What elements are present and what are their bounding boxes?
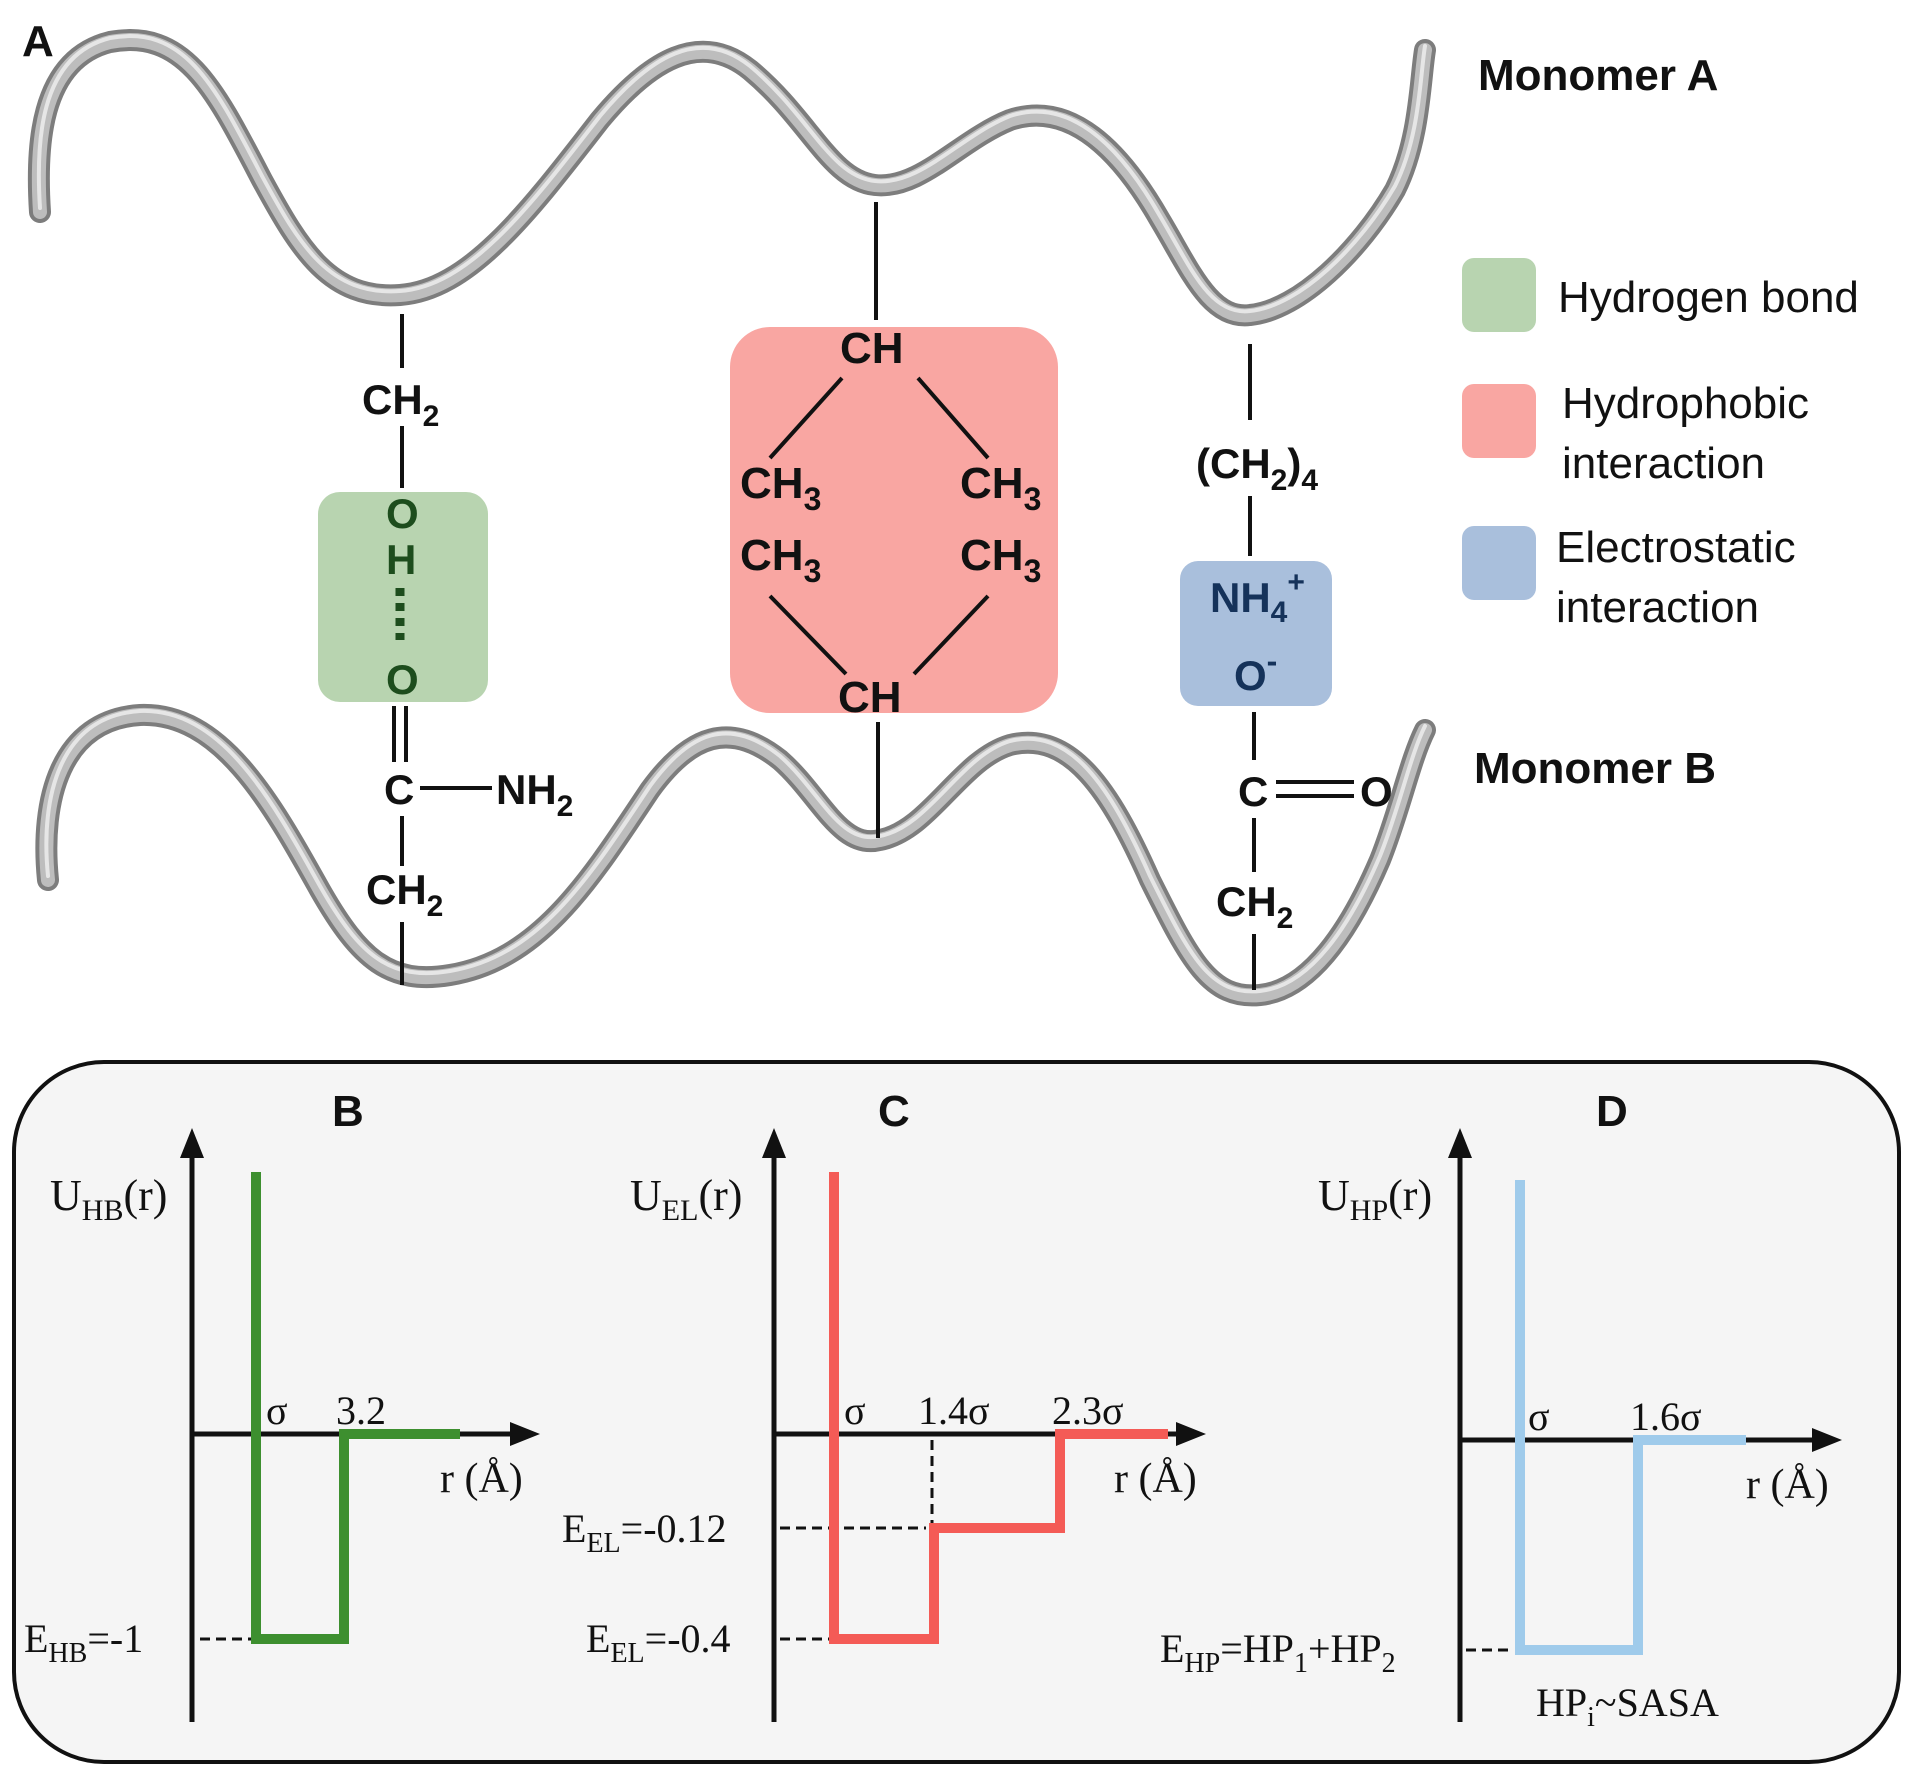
legend-swatch-hydrogen-bond xyxy=(1462,258,1536,332)
panel-d-tick-cut: 1.6σ xyxy=(1630,1394,1702,1439)
panel-c: C UEL(r) r (Å) σ 1.4σ 2.3σ EEL=-0.12 EEL… xyxy=(562,1087,1206,1722)
hb-nh2: NH2 xyxy=(496,766,573,823)
panel-d-y-arrow xyxy=(1448,1128,1472,1158)
legend: Hydrogen bond Hydrophobic interaction El… xyxy=(1462,258,1859,632)
hb-ch2-bottom: CH2 xyxy=(366,866,443,923)
hp-ch-top: CH xyxy=(840,324,904,373)
panel-c-tick-mid: 1.4σ xyxy=(918,1388,990,1433)
panel-b-tick-sigma: σ xyxy=(266,1388,288,1433)
panel-d: D UHP(r) r (Å) σ 1.6σ EHP=HP1+HP2 HPi~SA… xyxy=(1160,1087,1842,1733)
hb-ch2-top: CH2 xyxy=(362,376,439,433)
legend-swatch-hydrophobic xyxy=(1462,384,1536,458)
monomer-b-label: Monomer B xyxy=(1474,744,1716,793)
panel-c-xlabel: r (Å) xyxy=(1114,1456,1197,1502)
panel-b-x-arrow xyxy=(510,1422,540,1446)
electrostatic-group: (CH2)4 NH4+ O- C O CH2 xyxy=(1180,344,1393,990)
panel-c-x-arrow xyxy=(1176,1422,1206,1446)
hb-c: C xyxy=(384,766,414,813)
hp-ch3-left-bottom: CH3 xyxy=(740,531,821,589)
el-o-double: O xyxy=(1360,768,1393,815)
hp-ch3-right-top: CH3 xyxy=(960,459,1041,517)
panel-b-tick-cut: 3.2 xyxy=(336,1388,386,1433)
panel-c-letter: C xyxy=(878,1087,910,1136)
hydrophobic-group: CH CH3 CH3 CH3 CH3 CH xyxy=(730,202,1058,838)
hb-h: H xyxy=(386,536,416,583)
panel-d-note: HPi~SASA xyxy=(1536,1680,1719,1733)
panel-b-letter: B xyxy=(332,1087,364,1136)
legend-label-electrostatic-1: Electrostatic xyxy=(1556,523,1796,572)
panel-b-potential-curve xyxy=(251,1172,460,1644)
panel-d-energy-label: EHP=HP1+HP2 xyxy=(1160,1626,1396,1679)
panel-c-ylabel: UEL(r) xyxy=(630,1171,742,1227)
el-c: C xyxy=(1238,768,1268,815)
legend-label-hydrogen-bond: Hydrogen bond xyxy=(1558,273,1859,322)
panel-c-tick-sigma: σ xyxy=(844,1388,866,1433)
hp-ch-bottom: CH xyxy=(838,673,902,722)
panel-c-energy2-label: EEL=-0.4 xyxy=(586,1616,731,1669)
el-o-minus: O- xyxy=(1234,643,1277,699)
panel-d-ylabel: UHP(r) xyxy=(1318,1171,1432,1227)
hydrophobic-box xyxy=(730,327,1058,713)
hb-o-top: O xyxy=(386,490,419,537)
el-ch2-4: (CH2)4 xyxy=(1196,440,1318,497)
el-ch2-bottom: CH2 xyxy=(1216,878,1293,935)
hydrogen-bond-box xyxy=(318,492,488,702)
potential-panel-frame xyxy=(12,1060,1901,1764)
panel-a-letter: A xyxy=(22,17,54,66)
monomer-a-backbone xyxy=(27,29,1436,327)
panel-c-energy1-label: EEL=-0.12 xyxy=(562,1506,727,1559)
panel-c-y-arrow xyxy=(762,1128,786,1158)
electrostatic-box xyxy=(1180,561,1332,706)
legend-label-hydrophobic-1: Hydrophobic xyxy=(1562,379,1809,428)
panel-c-potential-curve xyxy=(829,1172,1168,1644)
panel-b-xlabel: r (Å) xyxy=(440,1456,523,1502)
panel-c-tick-cut: 2.3σ xyxy=(1052,1388,1124,1433)
el-nh4-plus: NH4+ xyxy=(1210,566,1305,629)
panel-b: B UHB(r) r (Å) σ 3.2 EHB=-1 xyxy=(24,1087,540,1722)
panel-d-x-arrow xyxy=(1812,1428,1842,1452)
legend-label-electrostatic-2: interaction xyxy=(1556,583,1759,632)
panel-b-y-arrow xyxy=(180,1128,204,1158)
legend-label-hydrophobic-2: interaction xyxy=(1562,439,1765,488)
hb-o-bottom: O xyxy=(386,656,419,703)
hydrogen-bond-group: CH2 O H O C NH2 CH2 xyxy=(318,314,573,985)
panel-d-letter: D xyxy=(1596,1087,1628,1136)
panel-d-potential-curve xyxy=(1515,1180,1746,1655)
hp-ch3-left-top: CH3 xyxy=(740,459,821,517)
hp-ch3-right-bottom: CH3 xyxy=(960,531,1041,589)
legend-swatch-electrostatic xyxy=(1462,526,1536,600)
panel-d-xlabel: r (Å) xyxy=(1746,1462,1829,1508)
monomer-b-backbone xyxy=(35,703,1436,1007)
panel-b-energy-label: EHB=-1 xyxy=(24,1616,143,1669)
panel-d-tick-sigma: σ xyxy=(1528,1394,1550,1439)
monomer-a-label: Monomer A xyxy=(1478,51,1718,100)
panel-b-ylabel: UHB(r) xyxy=(50,1171,167,1227)
